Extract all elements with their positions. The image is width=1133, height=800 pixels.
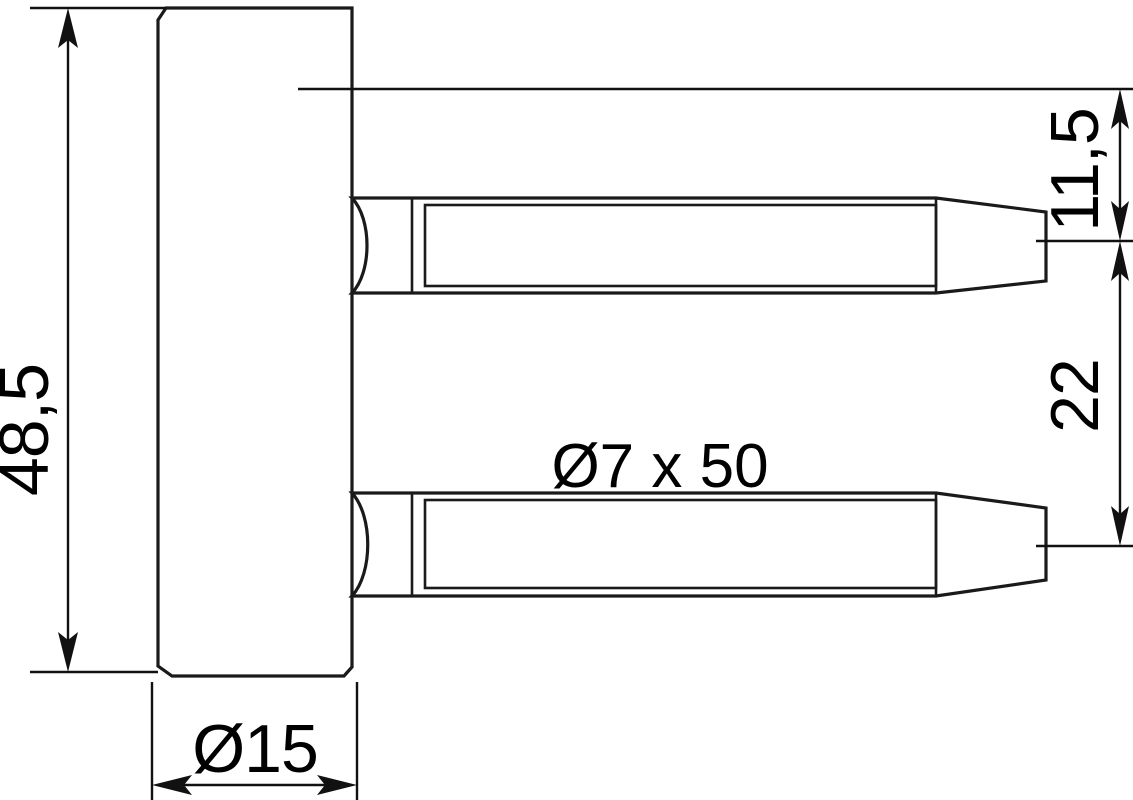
dimension-label-22: 22 <box>1037 359 1113 433</box>
arrow-head-d15-left <box>152 775 192 795</box>
extension-lines <box>30 6 1133 800</box>
arrow-head-11-5-bottom <box>1111 201 1129 241</box>
dimension-label-48-5: 48,5 <box>0 364 63 496</box>
lower-pin <box>348 491 1048 598</box>
arrow-head-22-bottom <box>1111 506 1129 546</box>
dimension-pin-spacing: 22 <box>1037 241 1129 546</box>
lower-pin-outline <box>348 491 1048 598</box>
dimension-overall-height: 48,5 <box>0 8 78 672</box>
arrow-head-d15-right <box>317 775 357 795</box>
arrow-head-22-top <box>1111 241 1129 281</box>
arrow-head-48-5-top <box>58 8 78 48</box>
label-text-pin-spec: Ø7 x 50 <box>551 432 768 501</box>
dimension-label-d15: Ø15 <box>192 711 318 787</box>
dimension-top-offset: 11,5 <box>1037 89 1129 241</box>
mounting-plate-bottom-chamfer <box>156 664 354 678</box>
arrow-head-48-5-bottom <box>58 632 78 672</box>
upper-pin <box>348 196 1048 295</box>
mounting-plate <box>156 6 354 678</box>
arrow-head-11-5-top <box>1111 89 1129 129</box>
dimension-label-11-5: 11,5 <box>1037 108 1113 231</box>
mounting-plate-outline <box>156 6 354 678</box>
label-pin-spec: Ø7 x 50 <box>551 432 768 501</box>
dimension-plate-diameter: Ø15 <box>152 711 357 795</box>
upper-pin-outline <box>348 196 1048 295</box>
